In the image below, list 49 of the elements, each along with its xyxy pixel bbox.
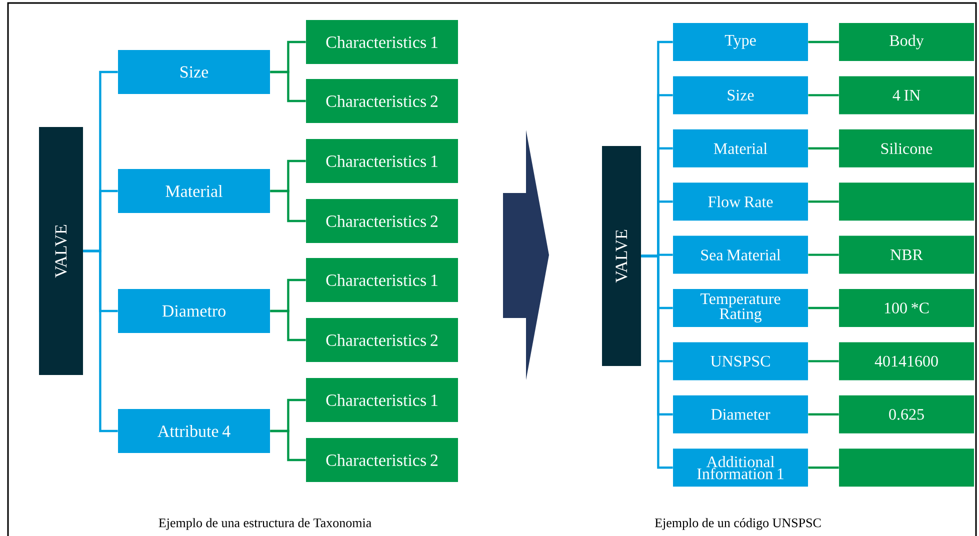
characteristic-box: Characteristics 2 — [306, 438, 458, 482]
attribute-box: Material — [118, 169, 270, 213]
characteristic-box: Characteristics 1 — [306, 378, 458, 422]
characteristic-box: Characteristics 1 — [306, 139, 458, 183]
connector-line — [808, 147, 839, 150]
empty-value-box — [839, 448, 974, 487]
attribute-box: Sea Material — [673, 236, 808, 274]
characteristic-box: Characteristics 1 — [306, 258, 458, 302]
connector-line — [270, 430, 306, 462]
connector-line — [808, 466, 839, 469]
attribute-box: Diameter — [673, 395, 808, 434]
attribute-box: Flow Rate — [673, 182, 808, 221]
value-box: Body — [839, 23, 974, 61]
caption-text: Ejemplo de una estructura de Taxonomia — [158, 518, 372, 530]
attribute-box: Size — [673, 76, 808, 114]
caption-text: Ejemplo de un código UNSPSC — [654, 518, 821, 530]
value-box: Silicone — [839, 129, 974, 168]
connector-line — [808, 40, 839, 44]
connector-line — [808, 413, 839, 416]
connector-line — [270, 70, 306, 102]
characteristic-box: Characteristics 1 — [306, 20, 458, 64]
connector-line — [83, 250, 118, 432]
attribute-box: Type — [673, 23, 808, 61]
characteristic-box: Characteristics 2 — [306, 199, 458, 243]
value-box: 40141600 — [839, 342, 974, 380]
connector-line — [270, 310, 306, 342]
root-box: VALVE — [602, 146, 641, 366]
root-box: VALVE — [39, 127, 83, 375]
connector-line — [270, 190, 306, 222]
attribute-box: Temperature Rating — [673, 289, 808, 327]
value-box: 100 *C — [839, 289, 974, 327]
connector-line — [808, 360, 839, 362]
empty-value-box — [839, 182, 974, 221]
attribute-box: Diametro — [118, 289, 270, 333]
connector-line — [641, 254, 673, 469]
value-box: 4 IN — [839, 76, 974, 114]
connector-line — [808, 94, 839, 96]
attribute-box: Material — [673, 129, 808, 168]
connector-line — [808, 200, 839, 203]
attribute-box: Attribute 4 — [118, 409, 270, 453]
value-box: 0.625 — [839, 395, 974, 434]
attribute-box: UNSPSC — [673, 342, 808, 380]
attribute-box: Additional Information 1 — [673, 448, 808, 487]
connector-line — [808, 254, 839, 256]
connector-line — [808, 306, 839, 310]
characteristic-box: Characteristics 2 — [306, 79, 458, 123]
attribute-box: Size — [118, 50, 270, 94]
value-box: NBR — [839, 236, 974, 274]
characteristic-box: Characteristics 2 — [306, 318, 458, 362]
